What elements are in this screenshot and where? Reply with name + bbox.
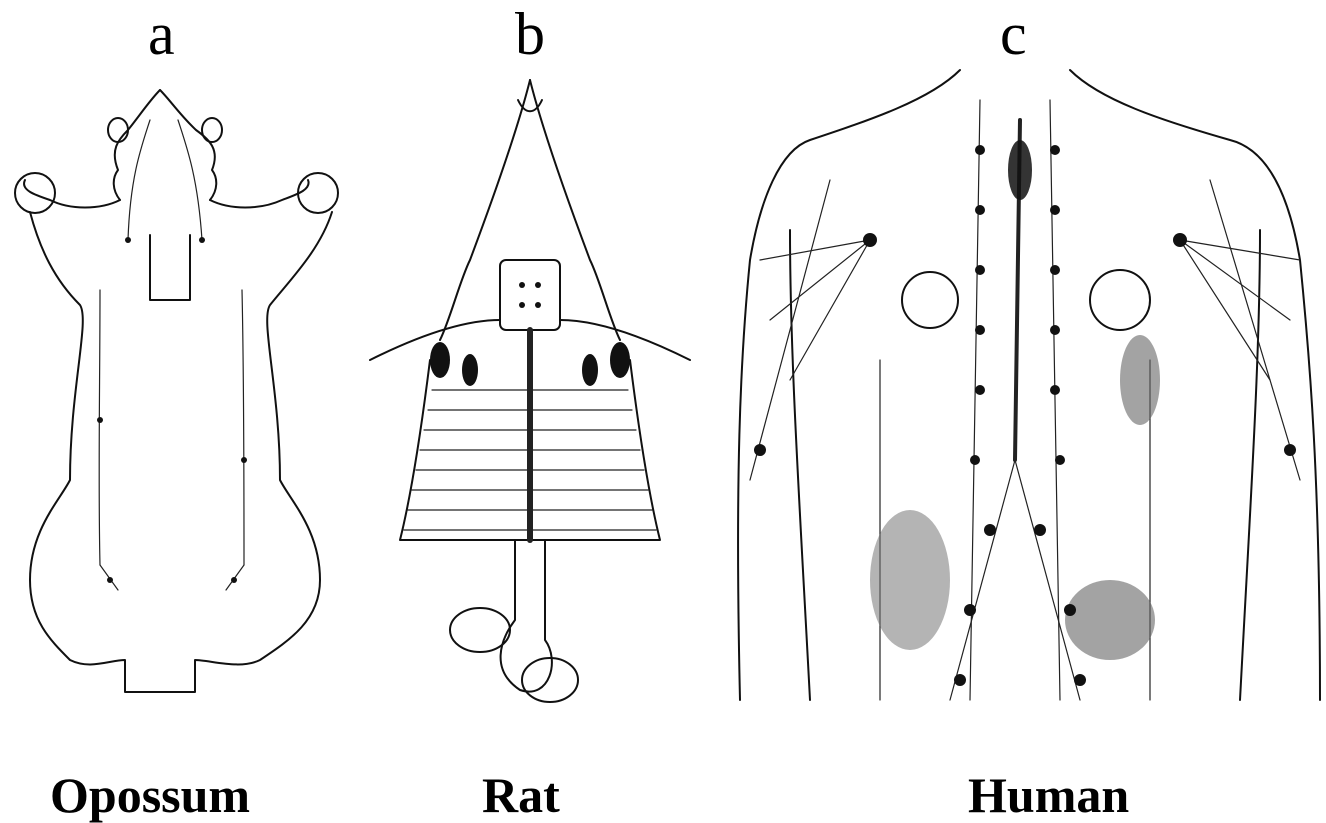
- caption-rat: Rat: [482, 768, 560, 822]
- opossum-lymphatic-illustration: [0, 60, 360, 710]
- caption-human: Human: [968, 768, 1129, 822]
- rat-lymphatic-illustration: [350, 60, 730, 720]
- panel-a-letter: a: [148, 4, 175, 64]
- caption-opossum: Opossum: [50, 768, 250, 822]
- human-lymphatic-illustration: [730, 60, 1326, 710]
- panel-c-letter: c: [1000, 4, 1027, 64]
- panel-b-letter: b: [515, 4, 545, 64]
